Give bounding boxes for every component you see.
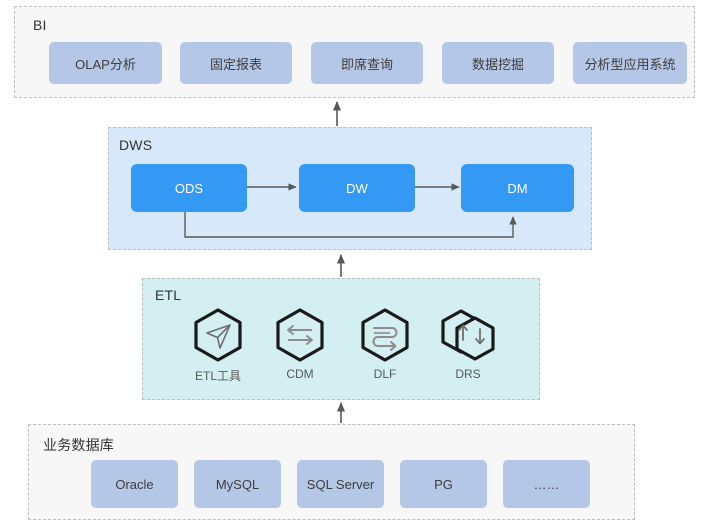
etl-item-label: CDM xyxy=(286,367,314,381)
dws-box-dw[interactable]: DW xyxy=(299,164,415,212)
double-hexagon-sync-icon xyxy=(441,309,495,361)
dws-layer-title: DWS xyxy=(119,137,153,153)
bi-box-analytic-app[interactable]: 分析型应用系统 xyxy=(573,42,687,84)
etl-layer: ETL ETL工具 CDM xyxy=(142,278,540,400)
bi-box-olap[interactable]: OLAP分析 xyxy=(49,42,162,84)
etl-item-label: DRS xyxy=(455,367,481,381)
bi-layer-title: BI xyxy=(33,17,47,33)
dws-layer: DWS ODS DW DM xyxy=(108,127,592,250)
etl-item-label: ETL工具 xyxy=(194,369,241,383)
db-box-oracle[interactable]: Oracle xyxy=(91,460,178,508)
etl-layer-title: ETL xyxy=(155,287,182,303)
business-database-layer: 业务数据库 Oracle MySQL SQL Server PG …… xyxy=(28,424,635,520)
bi-box-data-mining[interactable]: 数据挖掘 xyxy=(442,42,554,84)
business-database-layer-title: 业务数据库 xyxy=(43,437,114,453)
etl-item-dlf[interactable]: DLF xyxy=(348,307,422,381)
etl-item-cdm[interactable]: CDM xyxy=(263,307,337,381)
exchange-arrows-hexagon-icon xyxy=(276,308,324,362)
dws-box-dm[interactable]: DM xyxy=(461,164,574,212)
bi-box-adhoc-query[interactable]: 即席查询 xyxy=(311,42,423,84)
pipeline-loop-hexagon-icon xyxy=(361,308,409,362)
etl-item-drs[interactable]: DRS xyxy=(431,307,505,381)
db-box-pg[interactable]: PG xyxy=(400,460,487,508)
dws-box-ods[interactable]: ODS xyxy=(131,164,247,212)
bi-box-fixed-report[interactable]: 固定报表 xyxy=(180,42,292,84)
paper-plane-hexagon-icon xyxy=(194,308,242,362)
bi-layer: BI OLAP分析 固定报表 即席查询 数据挖掘 分析型应用系统 xyxy=(14,6,695,98)
db-box-others[interactable]: …… xyxy=(503,460,590,508)
etl-item-etl-tool[interactable]: ETL工具 xyxy=(181,307,255,384)
db-box-sql-server[interactable]: SQL Server xyxy=(297,460,384,508)
db-box-mysql[interactable]: MySQL xyxy=(194,460,281,508)
etl-item-label: DLF xyxy=(373,367,397,381)
